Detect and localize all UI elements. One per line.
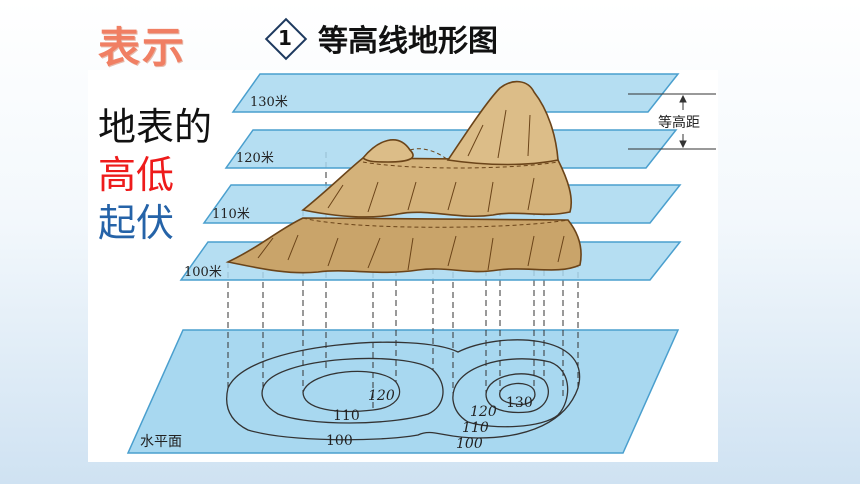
- mountain-peak-right: [446, 80, 559, 166]
- interval-marker: [628, 93, 716, 150]
- contour-120-left: [302, 370, 401, 413]
- contour-110-left: [261, 357, 444, 424]
- contour-label-100-right: 100: [456, 436, 483, 452]
- diagram-panel: 130米 120米 110米 100米 等高距 120 110 100 130 …: [88, 70, 718, 462]
- contour-130: [499, 382, 536, 406]
- side-text-line3: 起伏: [98, 201, 175, 245]
- plane-label-120: 120米: [236, 151, 274, 166]
- base-plane: [126, 329, 680, 454]
- mountain-tier-110: [301, 157, 573, 218]
- contour-label-110-right: 110: [462, 420, 489, 436]
- badge-number: 1: [278, 26, 292, 50]
- plane-130: [231, 73, 680, 113]
- base-plane-label: 水平面: [140, 434, 182, 450]
- contour-120-right: [485, 373, 549, 414]
- contour-label-110-left: 110: [333, 408, 360, 424]
- plane-label-100: 100米: [184, 265, 222, 280]
- contour-diagram: 130米 120米 110米 100米 等高距 120 110 100 130 …: [126, 73, 716, 454]
- contour-label-130: 130: [506, 395, 533, 411]
- contour-110-right: [452, 358, 569, 428]
- contour-label-100-left: 100: [326, 433, 353, 449]
- mountain-peak-left: [361, 139, 414, 163]
- topic-title: 等高线地形图: [318, 24, 498, 59]
- interval-label: 等高距: [658, 114, 700, 131]
- mountain: [225, 80, 582, 274]
- contour-label-120-right: 120: [470, 404, 497, 420]
- plane-label-130: 130米: [250, 95, 288, 110]
- plane-label-110: 110米: [212, 207, 250, 222]
- contour-100: [225, 339, 581, 441]
- section-label: 表示: [98, 23, 187, 72]
- side-text-line1: 地表的: [98, 105, 213, 149]
- contour-label-120-left: 120: [368, 388, 395, 404]
- contour-lines: [225, 339, 581, 441]
- number-badge: 1: [264, 17, 308, 61]
- side-text-line2: 高低: [98, 153, 175, 197]
